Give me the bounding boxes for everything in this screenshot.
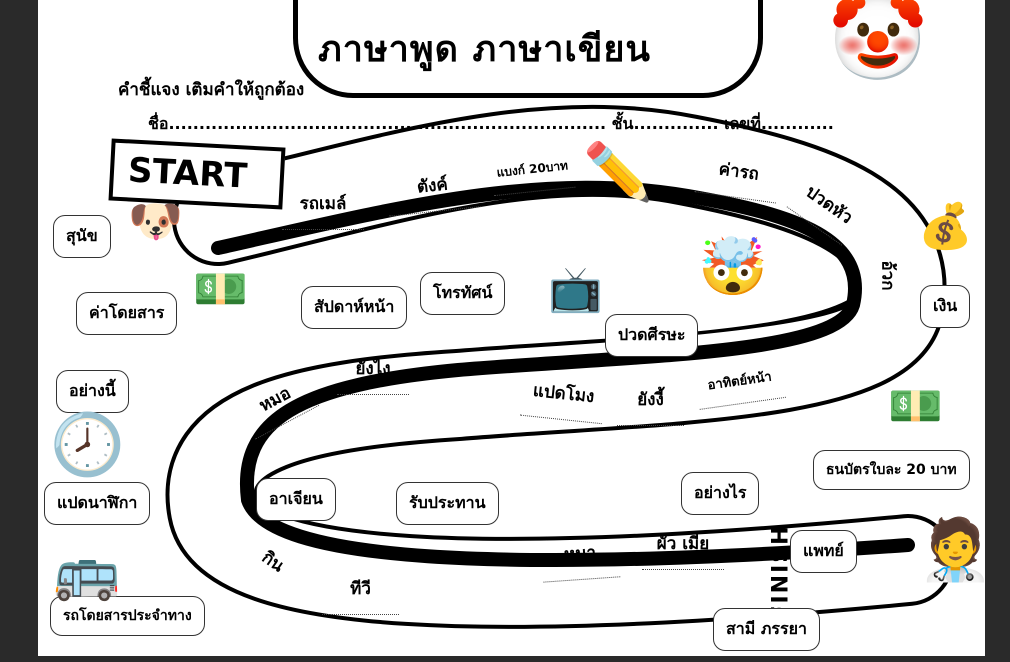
answer-box: สามี ภรรยา xyxy=(713,608,820,651)
banknote-icon: 💵 xyxy=(888,381,943,432)
cell-word: ค่ารถ xyxy=(717,159,761,185)
answer-box: แพทย์ xyxy=(790,530,857,573)
answer-box: อย่างนี้ xyxy=(56,370,129,413)
cell-word: ยังงี้ xyxy=(637,390,664,410)
answer-box: เงิน xyxy=(920,285,971,328)
headache-girl-icon: 🤯 xyxy=(698,235,768,300)
instruction: คำชี้แจง เติมคำให้ถูกต้อง xyxy=(118,80,305,100)
clown-icon: 🤡 xyxy=(828,0,928,86)
cell-word: รถเมล์ xyxy=(299,194,347,214)
answer-box: ค่าโดยสาร xyxy=(76,292,178,335)
path-cell: ผัว เมีย xyxy=(638,530,728,570)
cell-word: ตังค์ xyxy=(416,174,449,198)
board-path xyxy=(165,104,954,629)
answer-box: รับประทาน xyxy=(396,482,499,525)
path-cell: ทีวี xyxy=(318,575,403,615)
cell-word: ทีวี xyxy=(350,579,371,599)
answer-box: อาเจียน xyxy=(256,478,336,521)
tv-icon: 📺 xyxy=(548,264,603,315)
path-cell: หมา xyxy=(537,537,625,583)
money-bag-icon: 💰 xyxy=(918,201,973,252)
path-cell: ยังงี้ xyxy=(613,386,688,426)
pencil-icon: ✏️ xyxy=(583,140,653,205)
money-stack-icon: 💵 xyxy=(193,264,248,315)
path-cell: อ้วก xyxy=(875,246,902,306)
answer-box: อย่างไร xyxy=(681,472,760,515)
path-cell: รถเมล์ xyxy=(278,190,368,230)
cell-word: อ้วก xyxy=(877,260,898,291)
clock-icon: 🕗 xyxy=(50,410,125,480)
answer-box: สุนัข xyxy=(53,215,111,258)
cell-word: ยังไง xyxy=(355,359,391,379)
bus-icon: 🚌 xyxy=(53,540,121,603)
answer-box: ปวดศีรษะ xyxy=(605,314,699,357)
dog-icon: 🐶 xyxy=(128,196,183,247)
title-cloud xyxy=(293,0,763,98)
path-cell: ยังไง xyxy=(333,355,413,395)
cell-word: แปดโมง xyxy=(532,380,596,408)
name-class-number-line: ชื่อ....................................… xyxy=(148,114,834,133)
answer-box: โทรทัศน์ xyxy=(420,272,506,315)
cell-word: ผัว เมีย xyxy=(656,534,710,554)
answer-box: สัปดาห์หน้า xyxy=(301,286,408,329)
answer-box: ธนบัตรใบละ 20 บาท xyxy=(813,450,970,490)
page-title: ภาษาพูด ภาษาเขียน xyxy=(318,29,652,70)
worksheet-page: ภาษาพูด ภาษาเขียน คำชี้แจง เติมคำให้ถูกต… xyxy=(38,0,985,656)
doctor-icon: 🧑‍⚕️ xyxy=(918,515,985,585)
answer-box: แปดนาฬิกา xyxy=(44,482,151,525)
answer-box: รถโดยสารประจำทาง xyxy=(50,596,205,636)
cell-word: หมา xyxy=(563,542,597,566)
